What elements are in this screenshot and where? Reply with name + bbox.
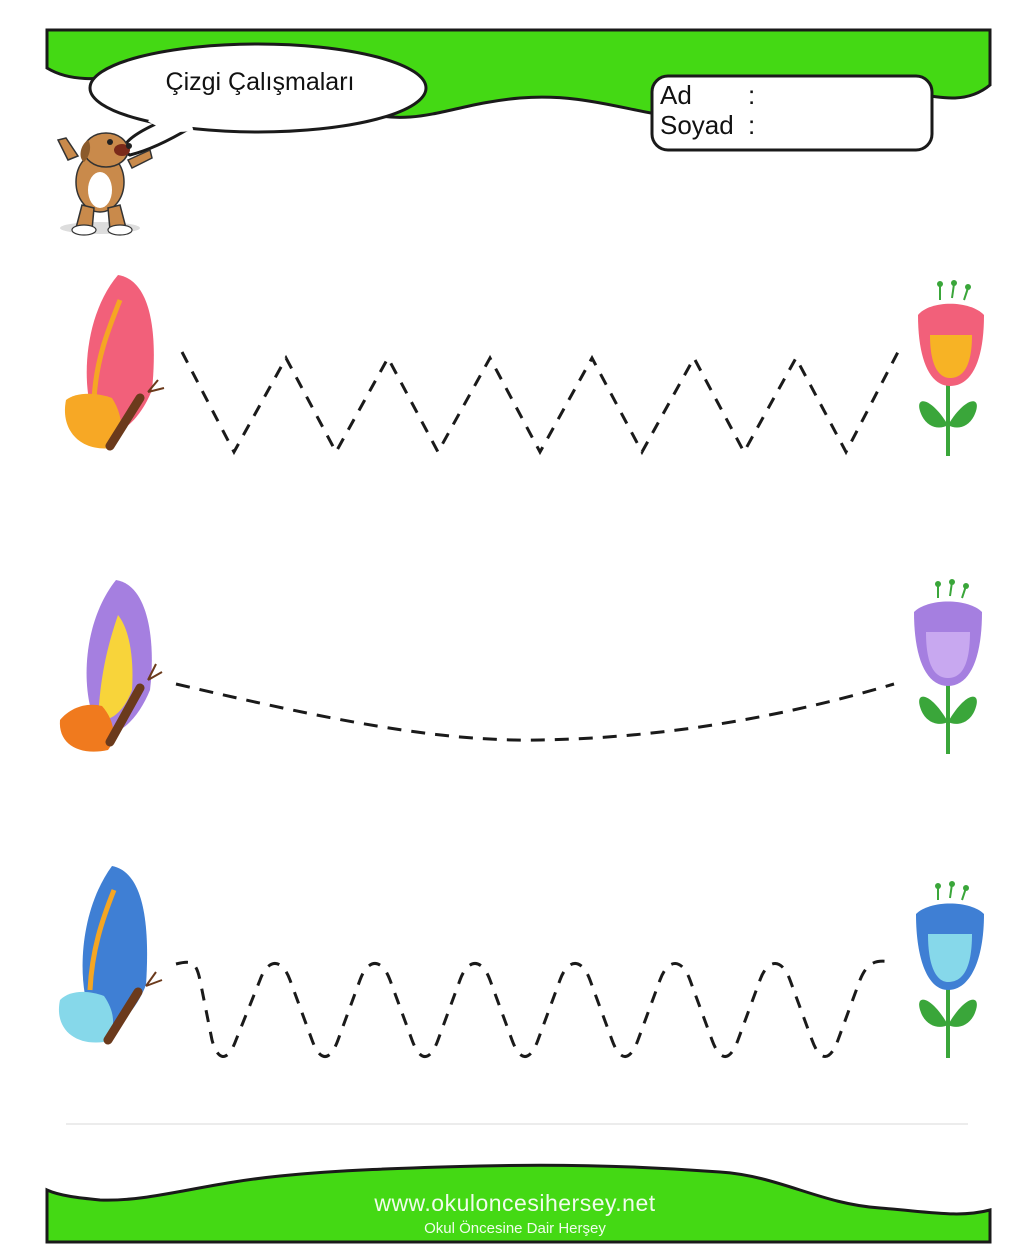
tulip-icon xyxy=(916,881,984,1058)
dog-mascot-icon xyxy=(56,132,153,236)
zigzag-tracing-line xyxy=(180,351,900,456)
name-box xyxy=(650,74,934,152)
ad-separator: : xyxy=(748,80,756,110)
tracing-row-zigzag xyxy=(64,275,984,456)
ad-label: Ad xyxy=(660,80,692,110)
tracing-row-curve xyxy=(59,579,982,754)
tulip-icon xyxy=(918,280,984,456)
soyad-label: Soyad xyxy=(660,110,734,140)
butterfly-icon xyxy=(58,866,163,1045)
ad-row: Ad : xyxy=(660,80,755,110)
tracing-row-wave xyxy=(58,866,984,1058)
footer-website: www.okuloncesihersey.net xyxy=(374,1190,656,1216)
tulip-icon xyxy=(914,579,982,754)
speech-bubble xyxy=(88,42,428,157)
butterfly-icon xyxy=(59,580,163,752)
bottom-green-band xyxy=(45,1163,992,1244)
curve-tracing-line xyxy=(175,682,895,742)
name-fields: Ad : Soyad : xyxy=(660,80,755,140)
butterfly-icon xyxy=(64,275,165,451)
soyad-row: Soyad : xyxy=(660,110,755,140)
worksheet-title: Çizgi Çalışmaları xyxy=(165,68,355,96)
wave-tracing-line xyxy=(175,959,893,1058)
soyad-separator: : xyxy=(748,110,756,140)
footer-tagline: Okul Öncesine Dair Herşey xyxy=(424,1220,606,1237)
